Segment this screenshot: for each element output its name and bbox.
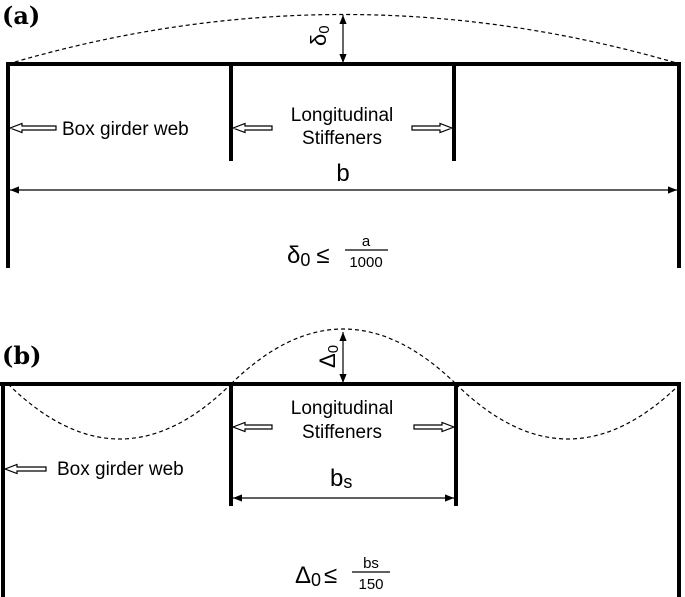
panel-b-formula-lhs: Δ0≤ [295, 562, 337, 590]
panel-a-web-pointer-arrow [8, 122, 57, 134]
panel-a-deflection-curve [7, 13, 681, 65]
panel-a-formula-lhs: δ0≤ [287, 242, 330, 270]
panel-b-curve-middle [230, 328, 457, 385]
panel-b-curve-right [455, 383, 681, 440]
panel-b-formula-denominator: 150 [358, 576, 383, 593]
panel-b-width-label: bs [330, 465, 352, 492]
panel-a: (a) δ0 Box girder web Longitudinal Stiff… [2, 1, 681, 271]
panel-a-stiffener-label-line1: Longitudinal [291, 105, 393, 126]
panel-b-stiffener-label-line2: Stiffeners [302, 422, 382, 443]
panel-a-web-label: Box girder web [62, 119, 189, 140]
panel-a-label: (a) [2, 1, 40, 30]
panel-b-stiffener-pointer-left [231, 421, 273, 433]
panel-b-formula-numerator: bs [363, 555, 379, 572]
panel-a-formula: δ0≤ a 1000 [287, 233, 388, 271]
panel-a-formula-numerator: a [362, 233, 371, 250]
panel-b-label: (b) [2, 341, 42, 370]
panel-b-web-label: Box girder web [57, 459, 184, 480]
panel-a-width-label: b [336, 160, 349, 187]
panel-a-stiffener-pointer-left [231, 122, 273, 134]
panel-a-delta-label: δ0 [306, 25, 333, 46]
panel-b: (b) Δ0 Longitudinal Stiffeners Box girde… [0, 328, 681, 597]
panel-b-delta-label: Δ0 [315, 345, 342, 368]
panel-b-web-pointer-arrow [3, 463, 47, 475]
panel-a-stiffener-label-line2: Stiffeners [302, 128, 382, 149]
panel-b-curve-left [7, 383, 232, 440]
panel-a-formula-denominator: 1000 [349, 254, 382, 271]
panel-a-stiffener-pointer-right [411, 122, 454, 134]
panel-b-stiffener-pointer-right [413, 421, 456, 433]
panel-b-stiffener-label-line1: Longitudinal [291, 398, 393, 419]
panel-b-formula: Δ0≤ bs 150 [295, 555, 390, 593]
